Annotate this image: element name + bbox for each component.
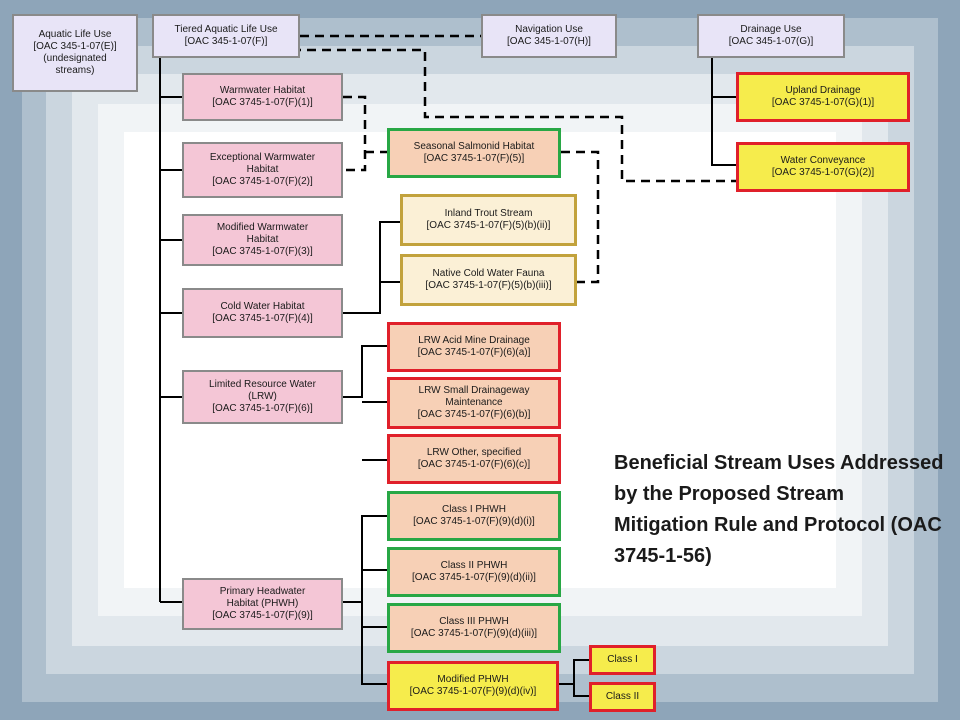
box-line: [OAC 3745-1-07(F)(9)(d)(iv)] [409, 686, 537, 697]
connector-cold-water-fork [343, 221, 400, 314]
box-line: [OAC 3745-1-07(F)(9)(d)(iii)] [410, 628, 538, 639]
aquatic-life-use-box: Aquatic Life Use [OAC 345-1-07(E)] (unde… [12, 14, 138, 92]
inland-trout-stream-box: Inland Trout Stream [OAC 3745-1-07(F)(5)… [400, 194, 577, 246]
box-line: Exceptional Warmwater [209, 152, 316, 163]
box-line: [OAC 3745-1-07(F)(6)(b)] [417, 409, 531, 420]
class-ii-phwh-box: Class II PHWH [OAC 3745-1-07(F)(9)(d)(ii… [387, 547, 561, 597]
box-line: Modified Warmwater [216, 222, 309, 233]
class-i-box: Class I [589, 645, 656, 675]
box-line: [OAC 3745-1-07(F)(2)] [212, 176, 313, 187]
box-line: [OAC 3745-1-07(F)(3)] [212, 246, 313, 257]
lrw-other-specified-box: LRW Other, specified [OAC 3745-1-07(F)(6… [387, 434, 561, 484]
class-iii-phwh-box: Class III PHWH [OAC 3745-1-07(F)(9)(d)(i… [387, 603, 561, 653]
box-line: Cold Water Habitat [220, 301, 305, 312]
box-line: Class I [607, 654, 638, 665]
box-line: Water Conveyance [780, 155, 866, 166]
box-line: Navigation Use [515, 24, 583, 35]
primary-headwater-habitat-box: Primary Headwater Habitat (PHWH) [OAC 37… [182, 578, 343, 630]
box-line: Drainage Use [740, 24, 802, 35]
box-line: Maintenance [445, 397, 503, 408]
lrw-acid-mine-drainage-box: LRW Acid Mine Drainage [OAC 3745-1-07(F)… [387, 322, 561, 372]
box-line: Habitat [246, 234, 279, 245]
box-line: [OAC 3745-1-07(F)(9)] [212, 610, 313, 621]
navigation-use-box: Navigation Use [OAC 345-1-07(H)] [481, 14, 617, 58]
box-line: [OAC 3745-1-07(F)(9)(d)(ii)] [412, 572, 536, 583]
box-line: Class II PHWH [440, 560, 508, 571]
box-line: Limited Resource Water [209, 379, 316, 390]
box-line: [OAC 345-1-07(H)] [507, 36, 591, 47]
box-line: Class III PHWH [439, 616, 509, 627]
dashed-seasonal-to-native [561, 150, 600, 284]
box-line: [OAC 3745-1-07(F)(4)] [212, 313, 313, 324]
box-line: Habitat [246, 164, 279, 175]
lrw-small-drainageway-box: LRW Small Drainageway Maintenance [OAC 3… [387, 377, 561, 429]
box-line: [OAC 3745-1-07(F)(6)] [212, 403, 313, 414]
box-line: (LRW) [248, 391, 277, 402]
box-line: [OAC 3745-1-07(F)(5)(b)(iii)] [425, 280, 552, 291]
box-line: Primary Headwater [219, 586, 306, 597]
box-line: Class II [605, 691, 640, 702]
modified-phwh-box: Modified PHWH [OAC 3745-1-07(F)(9)(d)(iv… [387, 661, 559, 711]
box-line: [OAC 3745-1-07(F)(5)] [423, 153, 525, 164]
dashed-tiered-to-drainage [292, 48, 736, 183]
box-line: streams) [55, 65, 95, 76]
box-line: [OAC 345-1-07(F)] [184, 36, 268, 47]
box-line: Seasonal Salmonid Habitat [413, 141, 535, 152]
connector-phwh-fork [343, 515, 387, 685]
class-i-phwh-box: Class I PHWH [OAC 3745-1-07(F)(9)(d)(i)] [387, 491, 561, 541]
box-line: Native Cold Water Fauna [432, 268, 545, 279]
box-line: (undesignated [43, 53, 107, 64]
water-conveyance-box: Water Conveyance [OAC 3745-1-07(G)(2)] [736, 142, 910, 192]
box-line: LRW Acid Mine Drainage [418, 335, 530, 346]
box-line: Class I PHWH [442, 504, 506, 515]
box-line: [OAC 3745-1-07(G)(2)] [771, 167, 875, 178]
box-line: Modified PHWH [437, 674, 509, 685]
box-line: [OAC 3745-1-07(F)(1)] [212, 97, 313, 108]
box-line: [OAC 3745-1-07(F)(5)(b)(ii)] [426, 220, 551, 231]
box-line: Aquatic Life Use [38, 29, 112, 40]
box-line: Warmwater Habitat [219, 85, 306, 96]
connector-drainage-fork [711, 56, 736, 166]
connector-lrw-fork [343, 345, 387, 461]
box-line: Upland Drainage [785, 85, 861, 96]
exceptional-warmwater-habitat-box: Exceptional Warmwater Habitat [OAC 3745-… [182, 142, 343, 198]
box-line: [OAC 345-1-07(E)] [33, 41, 117, 52]
box-line: Tiered Aquatic Life Use [174, 24, 278, 35]
box-line: [OAC 3745-1-07(F)(9)(d)(i)] [413, 516, 535, 527]
class-ii-box: Class II [589, 682, 656, 712]
box-line: [OAC 3745-1-07(G)(1)] [771, 97, 875, 108]
connector-modified-phwh-fork [559, 659, 589, 697]
box-line: [OAC 3745-1-07(F)(6)(c)] [417, 459, 531, 470]
box-line: LRW Other, specified [426, 447, 522, 458]
modified-warmwater-habitat-box: Modified Warmwater Habitat [OAC 3745-1-0… [182, 214, 343, 266]
warmwater-habitat-box: Warmwater Habitat [OAC 3745-1-07(F)(1)] [182, 73, 343, 121]
upland-drainage-box: Upland Drainage [OAC 3745-1-07(G)(1)] [736, 72, 910, 122]
native-cold-water-fauna-box: Native Cold Water Fauna [OAC 3745-1-07(F… [400, 254, 577, 306]
limited-resource-water-box: Limited Resource Water (LRW) [OAC 3745-1… [182, 370, 343, 424]
tiered-aquatic-life-use-box: Tiered Aquatic Life Use [OAC 345-1-07(F)… [152, 14, 300, 58]
box-line: [OAC 345-1-07(G)] [728, 36, 814, 47]
box-line: LRW Small Drainageway [418, 385, 530, 396]
seasonal-salmonid-habitat-box: Seasonal Salmonid Habitat [OAC 3745-1-07… [387, 128, 561, 178]
cold-water-habitat-box: Cold Water Habitat [OAC 3745-1-07(F)(4)] [182, 288, 343, 338]
dashed-warmwater-to-seasonal [343, 95, 387, 172]
diagram-title: Beneficial Stream Uses Addressed by the … [614, 452, 944, 567]
box-line: [OAC 3745-1-07(F)(6)(a)] [417, 347, 531, 358]
box-line: Inland Trout Stream [444, 208, 533, 219]
box-line: Habitat (PHWH) [226, 598, 299, 609]
drainage-use-box: Drainage Use [OAC 345-1-07(G)] [697, 14, 845, 58]
